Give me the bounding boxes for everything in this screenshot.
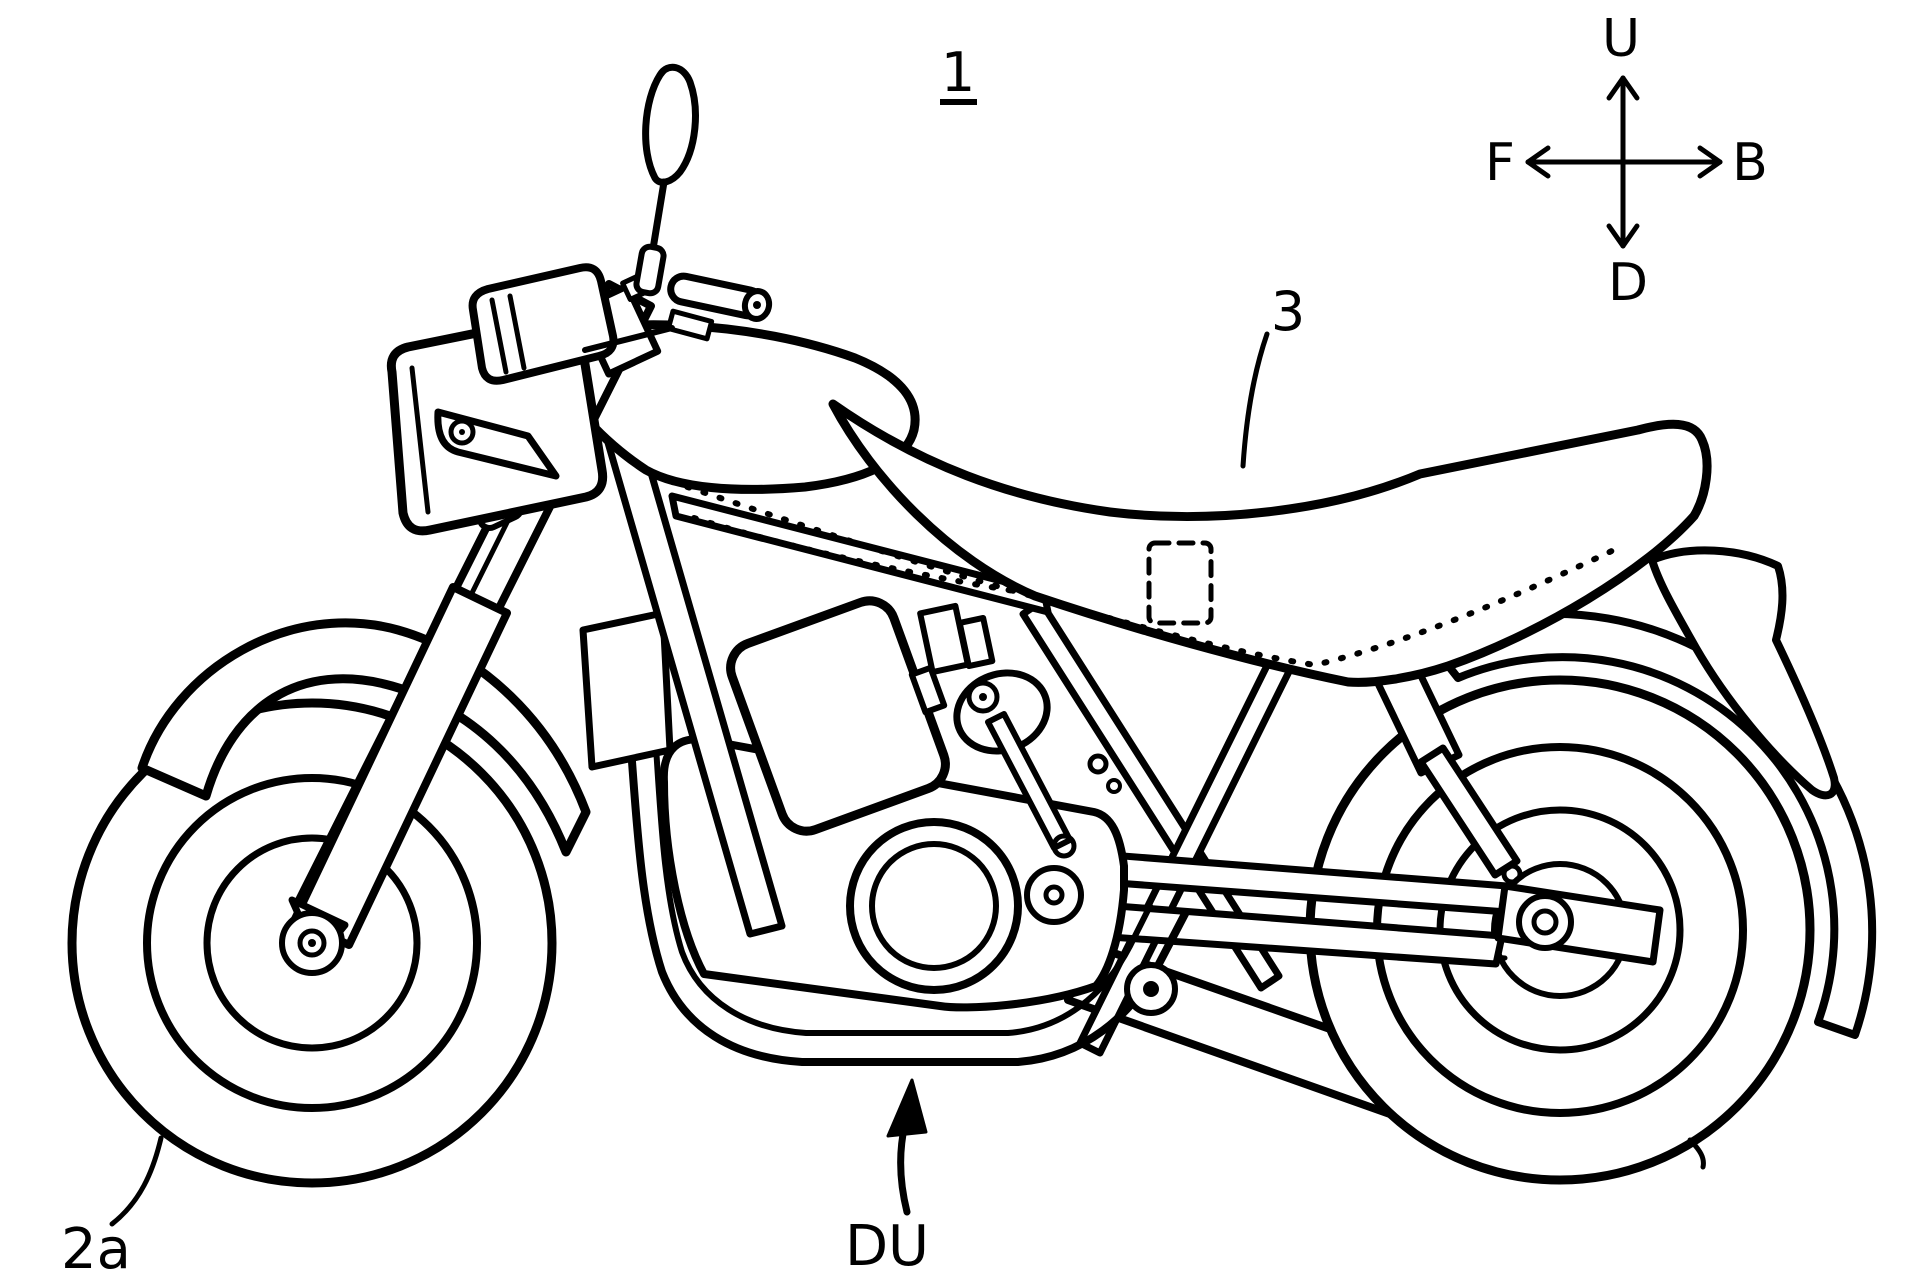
engine	[659, 596, 1178, 1016]
arrow-up	[1606, 75, 1640, 101]
leader-line-stub	[1687, 1137, 1706, 1170]
front-rim	[203, 834, 421, 1052]
compass-up-label: U	[1602, 9, 1640, 69]
handlebar	[582, 272, 773, 353]
arrow-back	[1697, 145, 1723, 179]
arrow-down	[1606, 223, 1640, 249]
compass-front-label: F	[1485, 133, 1515, 193]
du-label: DU	[845, 1214, 929, 1279]
du-arrowhead	[886, 1078, 928, 1138]
seat-hidden-box	[1146, 540, 1214, 626]
leader-lines	[109, 331, 1706, 1227]
headlight-bracket	[434, 408, 560, 480]
headlight	[386, 263, 618, 536]
leader-line-3	[1240, 331, 1270, 469]
leader-line-2a	[109, 1135, 164, 1227]
compass-back-label: B	[1732, 133, 1768, 193]
orientation-compass	[1525, 75, 1723, 249]
front-sprocket	[1024, 865, 1084, 925]
main-frame-tube	[668, 492, 1052, 616]
figure-number-label: 1	[941, 41, 975, 104]
mirror-stalk	[648, 178, 668, 259]
crankcase-cover	[846, 818, 1022, 994]
front-tire-ref-label: 2a	[61, 1217, 131, 1281]
exhaust-pipe	[624, 708, 1190, 1066]
arrow-front	[1525, 145, 1551, 179]
side-panel	[579, 609, 674, 771]
seat-ref-label: 3	[1271, 280, 1305, 343]
seat	[652, 399, 1712, 687]
tail-cowl	[1648, 546, 1839, 800]
du-arrow	[886, 1078, 928, 1216]
compass-down-label: D	[1608, 253, 1648, 313]
brake-lever	[582, 325, 675, 353]
mirror	[633, 63, 699, 297]
labels: 1 3 2a DU U D F B	[61, 9, 1768, 1281]
rear-axle	[1516, 893, 1574, 951]
